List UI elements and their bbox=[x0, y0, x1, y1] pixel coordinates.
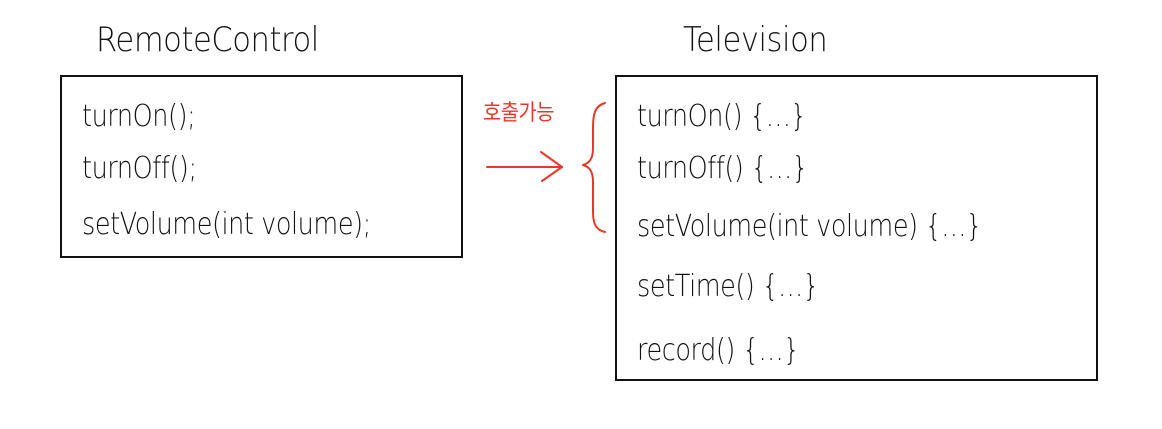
remote-control-title: RemoteControl bbox=[96, 20, 319, 60]
tv-method-set-time: setTime() {…} bbox=[637, 269, 819, 304]
tv-method-record: record() {…} bbox=[637, 333, 800, 368]
tv-method-set-volume: setVolume(int volume) {…} bbox=[637, 209, 982, 244]
remote-method-set-volume: setVolume(int volume); bbox=[82, 207, 371, 242]
callable-brace-icon bbox=[582, 102, 606, 233]
remote-method-turn-on: turnOn(); bbox=[82, 99, 196, 134]
tv-method-turn-on: turnOn() {…} bbox=[637, 99, 807, 134]
television-class-box: turnOn() {…} turnOff() {…} setVolume(int… bbox=[615, 75, 1098, 381]
tv-method-turn-off: turnOff() {…} bbox=[637, 151, 808, 186]
callable-label: 호출가능 bbox=[483, 101, 555, 126]
remote-control-interface-box: turnOn(); turnOff(); setVolume(int volum… bbox=[60, 75, 463, 258]
remote-method-turn-off: turnOff(); bbox=[82, 151, 197, 186]
callable-arrow-icon bbox=[486, 151, 563, 182]
television-title: Television bbox=[683, 20, 828, 60]
